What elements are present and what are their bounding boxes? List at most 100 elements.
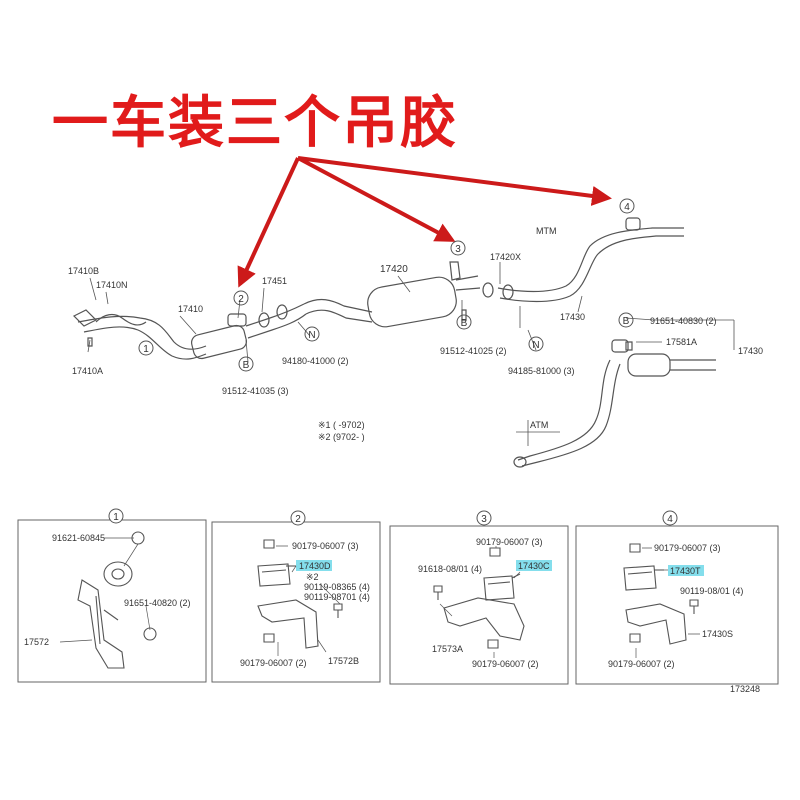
detail-panel-3: 3 90179-06007 (3) 91618-08/01 (4) 17430C… xyxy=(389,510,569,685)
panel-4-label-b: 90119-08/01 (4) xyxy=(680,586,743,596)
label-17410n: 17410N xyxy=(96,280,128,290)
callout-2: 2 xyxy=(238,294,244,305)
label-17410: 17410 xyxy=(178,304,203,314)
panel-4-label-hl: 17430T xyxy=(670,566,701,576)
panel-4-label-a: 90179-06007 (3) xyxy=(654,543,721,553)
label-bolt-91512-41025: 91512-41025 (2) xyxy=(440,346,507,356)
muffler-tail xyxy=(455,275,481,291)
panel-4-cap xyxy=(629,543,641,553)
panel-4-bracket xyxy=(625,603,687,645)
label-17451: 17451 xyxy=(262,276,287,286)
manifold-flange xyxy=(72,309,98,327)
panel-4-highlight xyxy=(668,565,704,576)
panel-1-leaders xyxy=(59,537,151,643)
atm-muffler xyxy=(627,353,671,377)
panel-2-bracket xyxy=(257,599,319,649)
panel-2-label-f: 17572B xyxy=(328,656,359,666)
bolt-glyphs xyxy=(87,309,633,351)
hanger-rubber-front xyxy=(227,313,247,327)
arrow-to-hanger-3 xyxy=(297,156,456,242)
panel-2-label-d: 90119-08701 (4) xyxy=(304,592,370,602)
panel-2-label-e: 90179-06007 (2) xyxy=(240,658,307,668)
callout-4-circle xyxy=(619,198,635,214)
callout-b1: B xyxy=(243,360,250,371)
center-pipe-inner xyxy=(247,313,307,339)
panel-4-leaders xyxy=(635,547,700,658)
callout-n2-circle xyxy=(528,336,544,352)
pipe-to-muffler xyxy=(303,298,373,313)
panel-3-bolt xyxy=(433,585,443,600)
panel-1-rubber-hole xyxy=(111,568,125,580)
callout-2-circle xyxy=(233,290,249,306)
note-line-2: ※2 (9702- ) xyxy=(318,432,365,442)
atm-tail-pipe xyxy=(517,359,611,461)
front-pipe-inner xyxy=(83,326,207,360)
panel-1-bracket-rib xyxy=(95,595,119,645)
panel-4-number-circle xyxy=(662,510,678,526)
label-17420: 17420 xyxy=(380,264,408,275)
panel-4-label-d: 90179-06007 (2) xyxy=(608,659,675,669)
callout-b3: B xyxy=(623,316,630,327)
panel-2-label-c: 90119-08365 (4) xyxy=(304,582,370,592)
panel-3-label-c: 17573A xyxy=(432,644,463,654)
label-mtm: MTM xyxy=(536,226,557,236)
panel-3-label-hl: 17430C xyxy=(518,561,550,571)
label-17430-mtm: 17430 xyxy=(560,312,585,322)
panel-3-mount xyxy=(483,575,515,601)
panel-2-highlight xyxy=(296,560,332,571)
arrow-to-hanger-4 xyxy=(297,156,612,206)
panel-3-label-d: 90179-06007 (2) xyxy=(472,659,539,669)
atm-tail-pipe-inner xyxy=(521,363,621,467)
callout-b2: B xyxy=(461,318,468,329)
callout-1: 1 xyxy=(143,344,149,355)
panel-2-cap xyxy=(263,539,275,549)
panel-2-mount xyxy=(257,563,291,587)
callout-1-circle xyxy=(138,340,154,356)
panel-3-label-b: 91618-08/01 (4) xyxy=(418,564,482,574)
callout-n1-circle xyxy=(304,326,320,342)
panel-4-nut xyxy=(629,633,641,643)
main-callouts xyxy=(138,198,635,372)
callout-b3-circle xyxy=(618,312,634,328)
exhaust-system-drawing xyxy=(72,217,735,468)
label-atm: ATM xyxy=(530,420,548,430)
panel-3-nut xyxy=(487,639,499,649)
muffler-hanger xyxy=(449,261,461,281)
panel-3-frame xyxy=(389,525,569,685)
panel-4-frame xyxy=(575,525,779,685)
hanger-rubber-rear xyxy=(625,217,641,231)
center-pipe xyxy=(245,303,305,327)
atm-muffler-tail xyxy=(670,359,716,371)
label-17420x: 17420X xyxy=(490,252,521,262)
callout-b1-circle xyxy=(238,356,254,372)
gasket-3 xyxy=(482,282,494,298)
atm-hanger xyxy=(611,339,629,353)
main-callout-text: 1 2 3 4 B N B N B xyxy=(143,202,630,371)
panel-3-number-circle xyxy=(476,510,492,526)
panel-4-bolt xyxy=(689,599,699,614)
panel-3-bracket xyxy=(443,597,525,641)
callout-3: 3 xyxy=(455,244,461,255)
pipe-to-muffler-inner xyxy=(305,309,373,323)
label-17581a: 17581A xyxy=(666,337,697,347)
front-pipe xyxy=(77,315,207,350)
panel-2-bolt xyxy=(333,603,343,618)
gasket-4 xyxy=(502,284,514,300)
callout-b2-circle xyxy=(456,314,472,330)
panel-2-nut xyxy=(263,633,275,643)
banner-title: 一车装三个吊胶 xyxy=(52,91,458,156)
gasket-2 xyxy=(276,304,288,320)
red-arrows xyxy=(237,156,612,288)
panel-3-number: 3 xyxy=(481,514,487,525)
panel-4-mount xyxy=(623,565,657,591)
label-nut-94185: 94185-81000 (3) xyxy=(508,366,575,376)
panel-3-leaders xyxy=(439,546,521,658)
tail-pipe xyxy=(497,227,684,293)
arrow-to-hanger-2 xyxy=(237,157,300,288)
panel-2-number: 2 xyxy=(295,514,301,525)
panel-1-b-circle-1 xyxy=(131,531,145,545)
detail-panel-1: 1 91621-60845 91651-40820 (2) 17572 xyxy=(17,508,207,683)
callout-3-circle xyxy=(450,240,466,256)
callout-n1: N xyxy=(308,330,315,341)
